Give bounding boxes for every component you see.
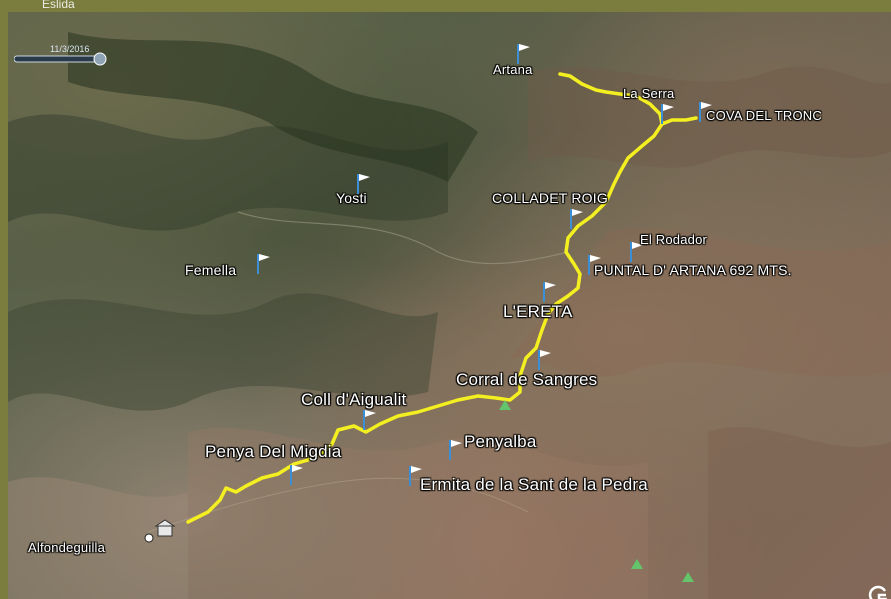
flag-icon[interactable] bbox=[355, 172, 371, 194]
terrain-shading bbox=[8, 32, 891, 599]
flag-icon[interactable] bbox=[586, 253, 602, 275]
flag-icon[interactable] bbox=[447, 438, 463, 460]
flag-icon[interactable] bbox=[659, 102, 675, 124]
tree-icon bbox=[682, 572, 694, 582]
church-icon bbox=[157, 525, 173, 537]
place-label-penyalba: Penyalba bbox=[464, 432, 537, 451]
flag-icon[interactable] bbox=[407, 464, 423, 486]
flag-icon[interactable] bbox=[568, 207, 584, 229]
place-label-penya-del-migdia: Penya Del Migdia bbox=[205, 442, 342, 461]
place-label-l-ereta: L'ERETA bbox=[503, 302, 573, 321]
place-label-el-rodador: El Rodador bbox=[640, 232, 708, 247]
time-slider-date: 11/3/2016 bbox=[50, 44, 90, 54]
flag-icon[interactable] bbox=[628, 240, 644, 262]
flag-icon[interactable] bbox=[515, 42, 531, 64]
tree-icon bbox=[631, 559, 643, 569]
satellite-map[interactable]: 11/3/2016 Artana La Serra COVA DEL TRONC… bbox=[8, 12, 891, 599]
tree-icon bbox=[499, 400, 511, 410]
place-label-puntal-d-artana: PUNTAL D' ARTANA 692 MTS. bbox=[594, 262, 792, 278]
hiking-route-branch bbox=[558, 72, 664, 126]
place-label-femella: Femella bbox=[185, 262, 237, 278]
flag-icon[interactable] bbox=[541, 280, 557, 302]
place-label-alfondeguilla: Alfondeguilla bbox=[28, 540, 106, 555]
place-label-cova-del-tronc: COVA DEL TRONC bbox=[706, 108, 822, 123]
place-label-la-serra: La Serra bbox=[623, 86, 675, 101]
place-label-artana: Artana bbox=[493, 62, 533, 77]
flag-icon[interactable] bbox=[288, 463, 304, 485]
google-earth-logo-icon bbox=[868, 585, 888, 599]
place-label-coll-d-aigualit: Coll d'Aigualit bbox=[301, 390, 407, 409]
flag-icon[interactable] bbox=[255, 252, 271, 274]
place-label-colladet-roig: COLLADET ROIG bbox=[492, 190, 608, 206]
place-label-corral-de-sangres: Corral de Sangres bbox=[456, 370, 598, 389]
place-label-ermita: Ermita de la Sant de la Pedra bbox=[420, 475, 648, 494]
cut-off-place-label: Eslida bbox=[42, 0, 75, 11]
village-marker-icon bbox=[144, 533, 154, 543]
flag-icon[interactable] bbox=[536, 348, 552, 370]
flag-icon[interactable] bbox=[697, 100, 713, 122]
flag-icon[interactable] bbox=[361, 408, 377, 430]
place-label-yosti: Yosti bbox=[336, 190, 367, 206]
time-slider[interactable] bbox=[14, 50, 110, 68]
